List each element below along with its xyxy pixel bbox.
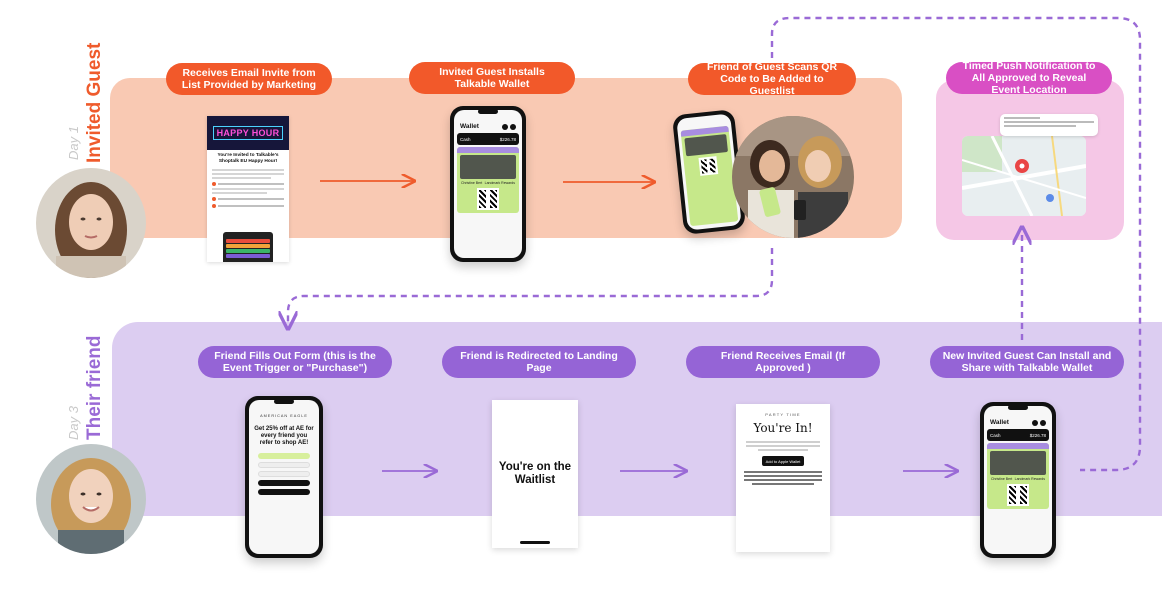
row-label-their-friend: Their friend <box>84 335 105 440</box>
email-invite-mockup: HAPPY HOUR You're Invited to Talkable's … <box>207 116 289 262</box>
step-3-pill: Friend of Guest Scans QR Code to Be Adde… <box>688 61 856 97</box>
friends-scanning-photo <box>732 116 854 238</box>
wallet-title: Wallet <box>990 419 1009 426</box>
event-location-map <box>962 136 1086 216</box>
form-brand: AMERICAN EAGLE <box>260 414 308 418</box>
new-guest-wallet-phone-mockup: Wallet Cash $226.78 Christine Bert Landm… <box>980 402 1056 558</box>
cash-amount: $226.78 <box>1029 432 1046 438</box>
email-kicker: PARTY TIME <box>765 412 801 417</box>
cash-amount: $226.78 <box>499 136 516 142</box>
friend-avatar <box>36 444 146 554</box>
row-sub-invited-guest: Day 1 <box>66 126 81 160</box>
step-2-pill: Invited Guest Installs Talkable Wallet <box>409 62 575 94</box>
row-sub-their-friend: Day 3 <box>66 406 81 440</box>
pass-name-left: Christine Bert <box>991 477 1013 481</box>
wallet-cards-preview <box>223 232 273 262</box>
pass-name-right: Landmark Rewards <box>484 181 515 185</box>
push-notification-card <box>1000 114 1098 136</box>
referral-form-phone-mockup: AMERICAN EAGLE Get 25% off at AE for eve… <box>245 396 323 558</box>
add-to-apple-wallet-button: Add to Apple Wallet <box>762 456 804 466</box>
row-label-invited-guest: Invited Guest <box>84 42 105 163</box>
invited-guest-avatar <box>36 168 146 278</box>
happy-hour-neon-text: HAPPY HOUR <box>212 126 284 140</box>
cash-label: Cash <box>460 136 471 142</box>
qr-code-icon <box>1007 484 1029 506</box>
approved-email-mockup: PARTY TIME You're In! Add to Apple Walle… <box>736 404 830 552</box>
pass-name-left: Christine Bert <box>461 181 483 185</box>
qr-code-icon <box>477 188 499 210</box>
dashed-s3-to-s5 <box>288 248 774 328</box>
step-7-pill: Friend Receives Email (If Approved ) <box>686 346 880 378</box>
form-heading: Get 25% off at AE for every friend you r… <box>254 426 314 446</box>
step-6-pill: Friend is Redirected to Landing Page <box>442 346 636 378</box>
cash-label: Cash <box>990 432 1001 438</box>
cash-card: Cash $226.78 <box>457 133 519 145</box>
step-8-pill: New Invited Guest Can Install and Share … <box>930 346 1124 378</box>
pass-name-right: Landmark Rewards <box>1014 477 1045 481</box>
event-pass-card: Christine Bert Landmark Rewards <box>457 147 519 213</box>
event-pass-card: Christine Bert Landmark Rewards <box>987 443 1049 509</box>
waitlist-landing-page: You're on the Waitlist <box>492 400 578 548</box>
wallet-phone-mockup: Wallet Cash $226.78 Christine Bert Landm… <box>450 106 526 262</box>
waitlist-text: You're on the Waitlist <box>498 461 572 486</box>
step-5-pill: Friend Fills Out Form (this is the Event… <box>198 346 392 378</box>
step-4-pill: Timed Push Notification to All Approved … <box>946 60 1112 96</box>
email-heading: You're In! <box>753 421 813 435</box>
happy-hour-banner: HAPPY HOUR <box>207 116 289 150</box>
qr-code-icon <box>698 156 719 176</box>
email-invite-title: You're Invited to Talkable's Shoptalk EU… <box>217 153 279 164</box>
step-1-pill: Receives Email Invite from List Provided… <box>166 63 332 95</box>
cash-card: Cash $226.78 <box>987 429 1049 441</box>
wallet-title: Wallet <box>460 123 479 130</box>
